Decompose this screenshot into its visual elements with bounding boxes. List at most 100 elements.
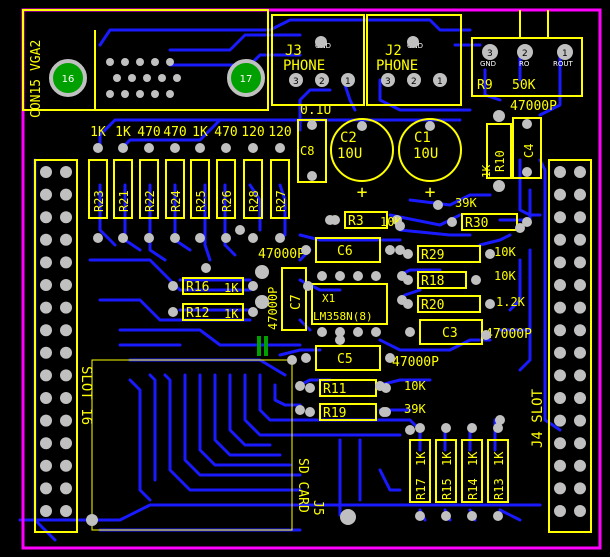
- slot-right-pin: [574, 279, 586, 291]
- phone-jack-j3: J3 PHONE GND 3 2 1: [271, 14, 365, 106]
- via-pad: [495, 415, 505, 425]
- c7-value: 47000P: [266, 287, 280, 330]
- slot-right-pin: [554, 188, 566, 201]
- c3-ref: C3: [442, 326, 458, 341]
- via-pad: [397, 295, 407, 305]
- resistor-pad: [441, 511, 451, 521]
- resistor-body: [216, 159, 236, 219]
- c4-value: 47000P: [510, 99, 557, 114]
- resistor-value: 39K: [404, 402, 426, 416]
- pot-value: 50K: [512, 78, 536, 93]
- c4-ref: C4: [522, 144, 536, 158]
- resistor-pad: [248, 143, 258, 153]
- resistor-pad: [144, 143, 154, 153]
- slot-left-pin: [60, 211, 72, 224]
- slot-right-label: J4 SLOT: [530, 388, 546, 448]
- slot-left-pin: [60, 369, 72, 382]
- slot-right-pin: [574, 392, 586, 404]
- resistor-pad: [467, 423, 477, 433]
- resistor-ref: R11: [323, 382, 346, 397]
- slot-left-pin: [40, 414, 52, 427]
- via-pad: [481, 330, 491, 340]
- resistor-body: [165, 159, 185, 219]
- slot-left-pin: [60, 188, 72, 201]
- slot-left-pin: [40, 346, 52, 359]
- pot-rout: ROUT: [553, 60, 573, 68]
- r10-value: 1K: [480, 164, 493, 178]
- resistor-body: [88, 159, 108, 219]
- slot-left-pin: [40, 459, 52, 472]
- slot-left-pin: [60, 414, 72, 427]
- c2-value: 10U: [337, 146, 362, 162]
- vga-pin: [136, 58, 144, 66]
- resistor-pad: [275, 143, 285, 153]
- slot-left-pin: [60, 437, 72, 450]
- resistor-pad: [170, 143, 180, 153]
- via-pad: [405, 425, 415, 435]
- ic-pin: [353, 271, 363, 281]
- resistor-body: [113, 159, 133, 219]
- slot-right-pin: [554, 256, 566, 269]
- resistor-body: [319, 403, 377, 421]
- resistor-ref: R19: [323, 406, 346, 421]
- pot-gnd: GND: [480, 60, 496, 68]
- via-pad: [287, 355, 297, 365]
- vga-label: CON15 VGA2: [29, 40, 44, 118]
- phone-j3-pin-1: 1: [345, 77, 351, 87]
- resistor-pad: [248, 281, 258, 291]
- resistor-pad: [493, 423, 503, 433]
- resistor-ref: R20: [421, 298, 444, 313]
- misc-pads: [201, 200, 525, 435]
- c6-ref: C6: [337, 244, 353, 259]
- slot-right-pin: [554, 301, 566, 314]
- pot-ro: RO: [519, 60, 530, 68]
- slot-left-pin: [40, 324, 52, 337]
- ic-pin: [353, 327, 363, 337]
- resistor-ref: R18: [421, 274, 444, 289]
- resistor-body: [461, 439, 483, 503]
- ic-pin: [371, 327, 381, 337]
- top-resistor-value: 470: [214, 125, 237, 140]
- slot-left-pin: [60, 233, 72, 246]
- resistor-pad: [248, 307, 258, 317]
- resistor-pad: [195, 233, 205, 243]
- capacitor-c2: C2 10U +: [330, 118, 394, 203]
- slot-left-header: SLOT 16: [34, 159, 94, 533]
- green-via: [257, 336, 261, 356]
- slot-right-pin: [574, 301, 586, 314]
- ic-pin: [371, 271, 381, 281]
- resistor-pad: [118, 143, 128, 153]
- phone-j3-pin-2: 2: [319, 77, 325, 87]
- resistor-ref: R30: [465, 216, 488, 231]
- slot-right-pin: [554, 505, 566, 517]
- slot-right-pin: [574, 166, 586, 178]
- resistor-ref: R13: [492, 478, 506, 500]
- vga-pin: [121, 90, 129, 98]
- vga-pin: [128, 74, 136, 82]
- slot-right-pin: [574, 437, 586, 450]
- ic-part: LM358N(8): [313, 310, 373, 323]
- resistor-body: [270, 159, 290, 219]
- via-pad: [295, 381, 305, 391]
- phone-j3-ref: J3: [285, 43, 302, 59]
- c8-ref: C8: [300, 144, 314, 158]
- pot-pin-3: 3: [487, 49, 493, 59]
- resistor-pad: [415, 511, 425, 521]
- resistor-ref: R25: [194, 190, 208, 212]
- vga-pin: [166, 58, 174, 66]
- slot-left-pin: [40, 301, 52, 314]
- slot-left-pin: [40, 505, 52, 517]
- slot-left-label: SLOT 16: [78, 366, 94, 425]
- pot-pin-1: 1: [562, 49, 568, 59]
- pot-pin-2: 2: [522, 49, 528, 59]
- resistor-body: [487, 439, 509, 503]
- slot-left-pin: [60, 279, 72, 291]
- board-outline: [21, 8, 602, 550]
- phone-j2-name: PHONE: [376, 58, 418, 74]
- slot-right-pin: [574, 324, 586, 337]
- vga-pin: [151, 58, 159, 66]
- vga-connector: 16 17 CON15 VGA2: [22, 9, 269, 118]
- resistor-pad: [168, 307, 178, 317]
- slot-left-pin: [40, 437, 52, 450]
